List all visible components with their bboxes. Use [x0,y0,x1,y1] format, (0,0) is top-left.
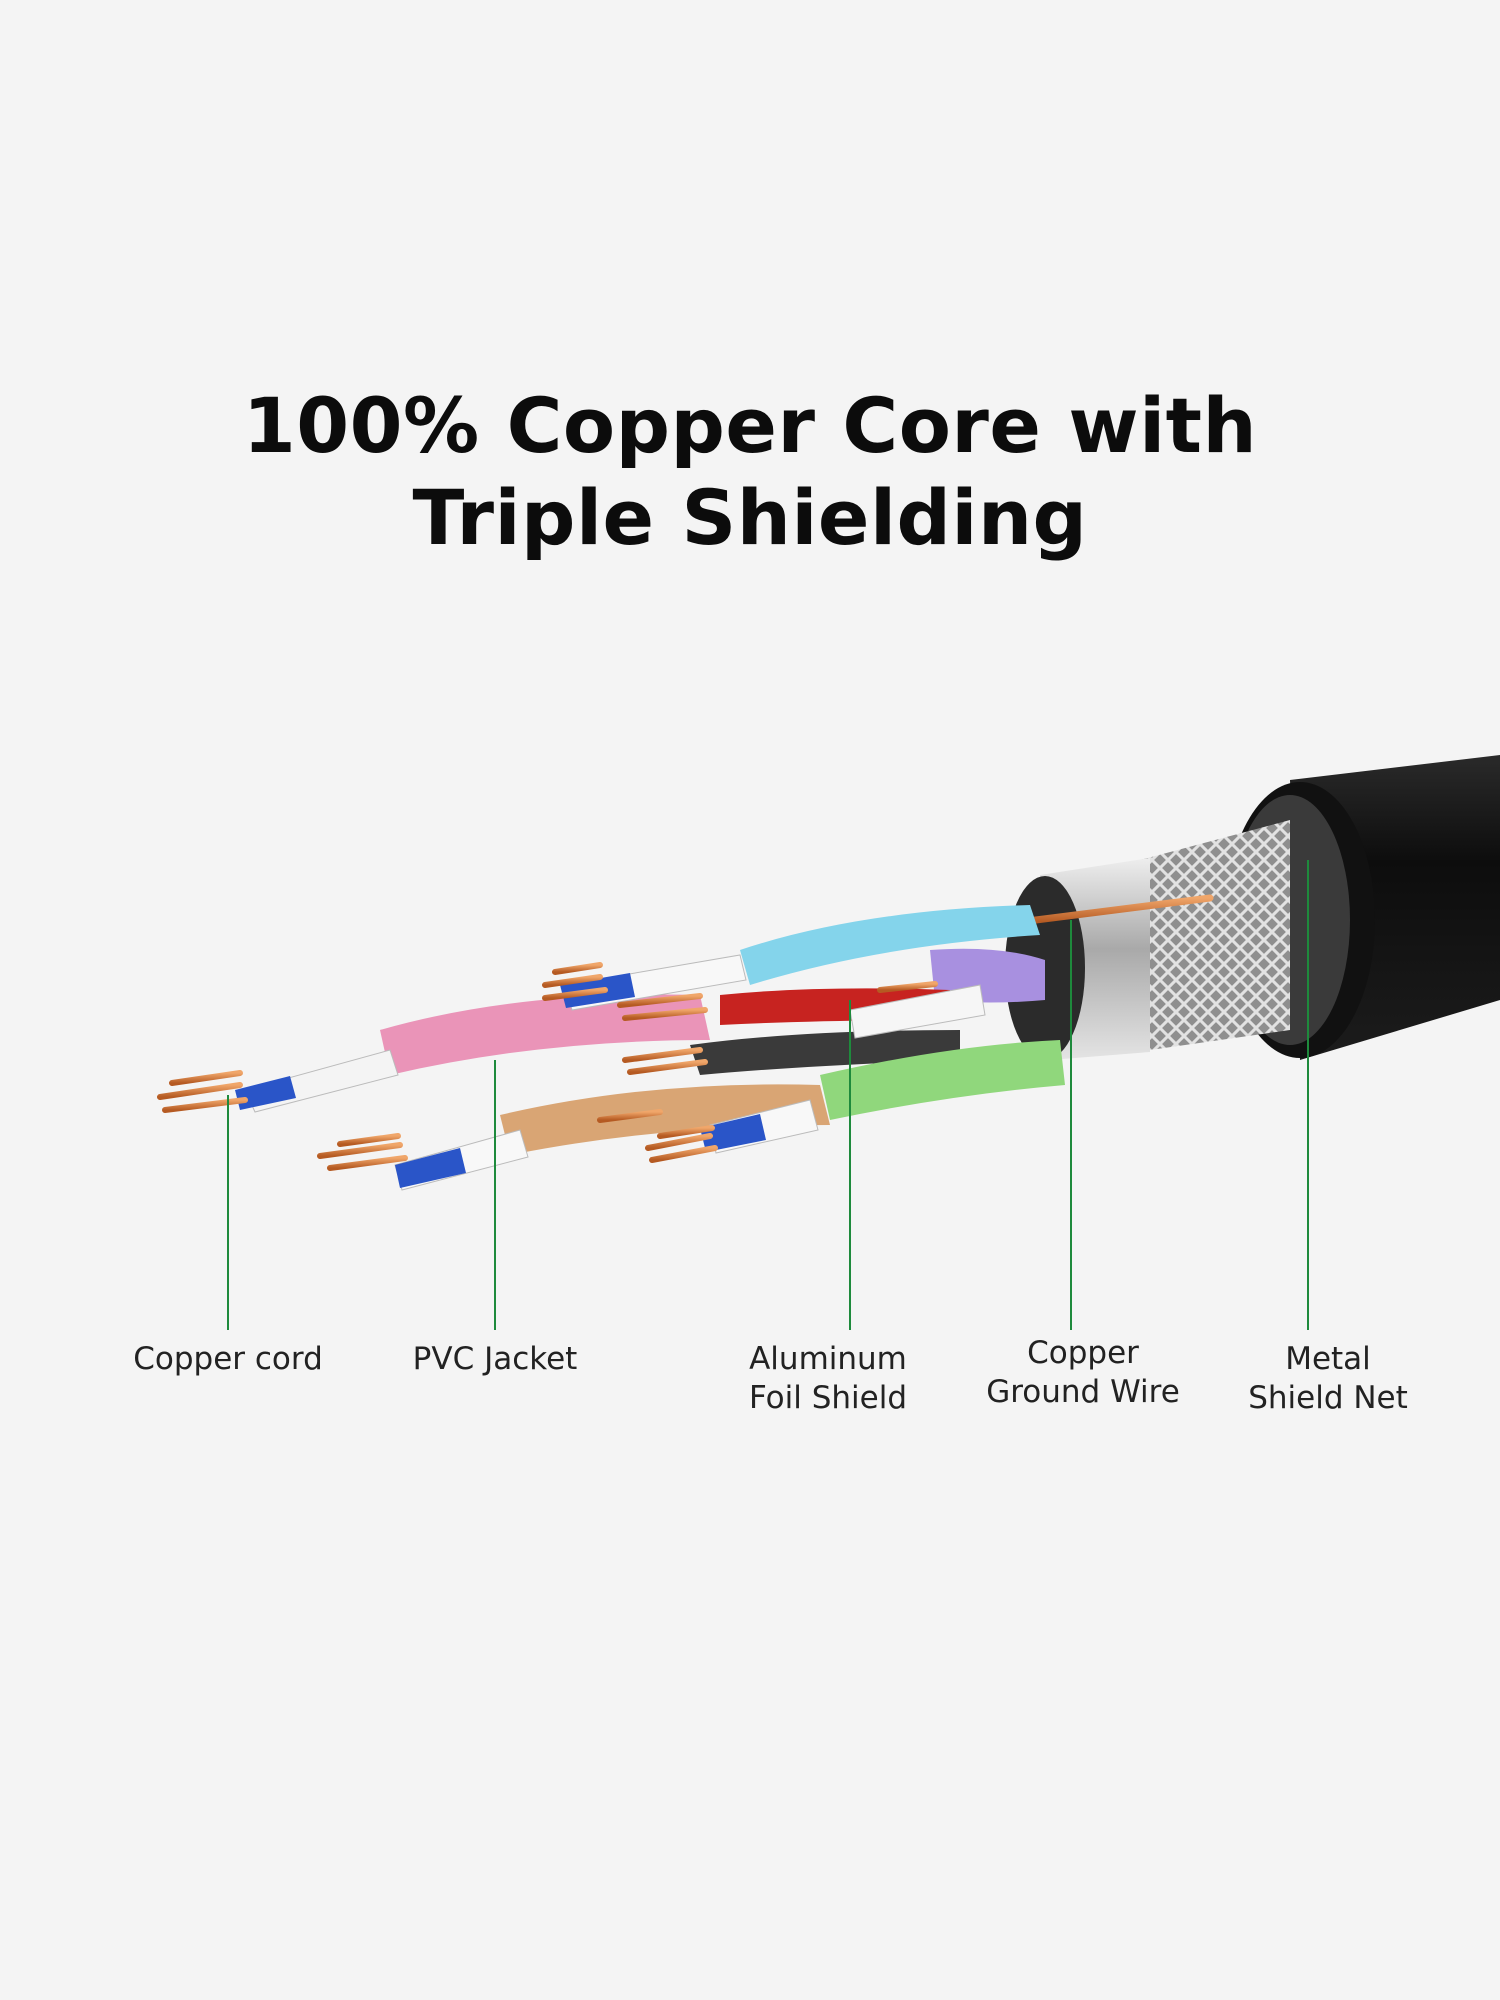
callout-copper-ground-wire: Copper Ground Wire [986,1334,1180,1412]
callout-metal-shield-net-line1: Metal [1285,1341,1371,1377]
callout-copper-ground-wire-line2: Ground Wire [986,1374,1180,1410]
callout-copper-cord-line1: Copper cord [133,1341,323,1377]
callout-aluminum-foil-shield-line2: Foil Shield [748,1380,908,1416]
callout-aluminum-foil-shield: Aluminum Foil Shield [749,1340,907,1418]
title-line-1: 100% Copper Core with [242,381,1258,470]
callout-pvc-jacket-line1: PVC Jacket [412,1341,578,1377]
title-line-2: Triple Shielding [412,473,1088,562]
page-title: 100% Copper Core with Triple Shielding [0,380,1500,564]
callout-copper-ground-wire-line1: Copper [1027,1335,1139,1371]
callout-copper-cord: Copper cord [133,1340,323,1379]
callout-leader-lines [227,860,1309,1330]
callout-metal-shield-net: Metal Shield Net [1248,1340,1408,1418]
copper-ground-wire-strand [1016,894,1214,926]
callout-aluminum-foil-shield-line1: Aluminum [749,1341,907,1377]
insulated-conductors [235,954,986,1191]
twisted-pairs [380,905,1065,1155]
cable-cross-section-illustration [157,755,1500,1330]
callout-metal-shield-net-line2: Shield Net [1248,1380,1408,1416]
copper-cord-strands [157,962,938,1171]
callout-pvc-jacket: PVC Jacket [413,1340,578,1379]
